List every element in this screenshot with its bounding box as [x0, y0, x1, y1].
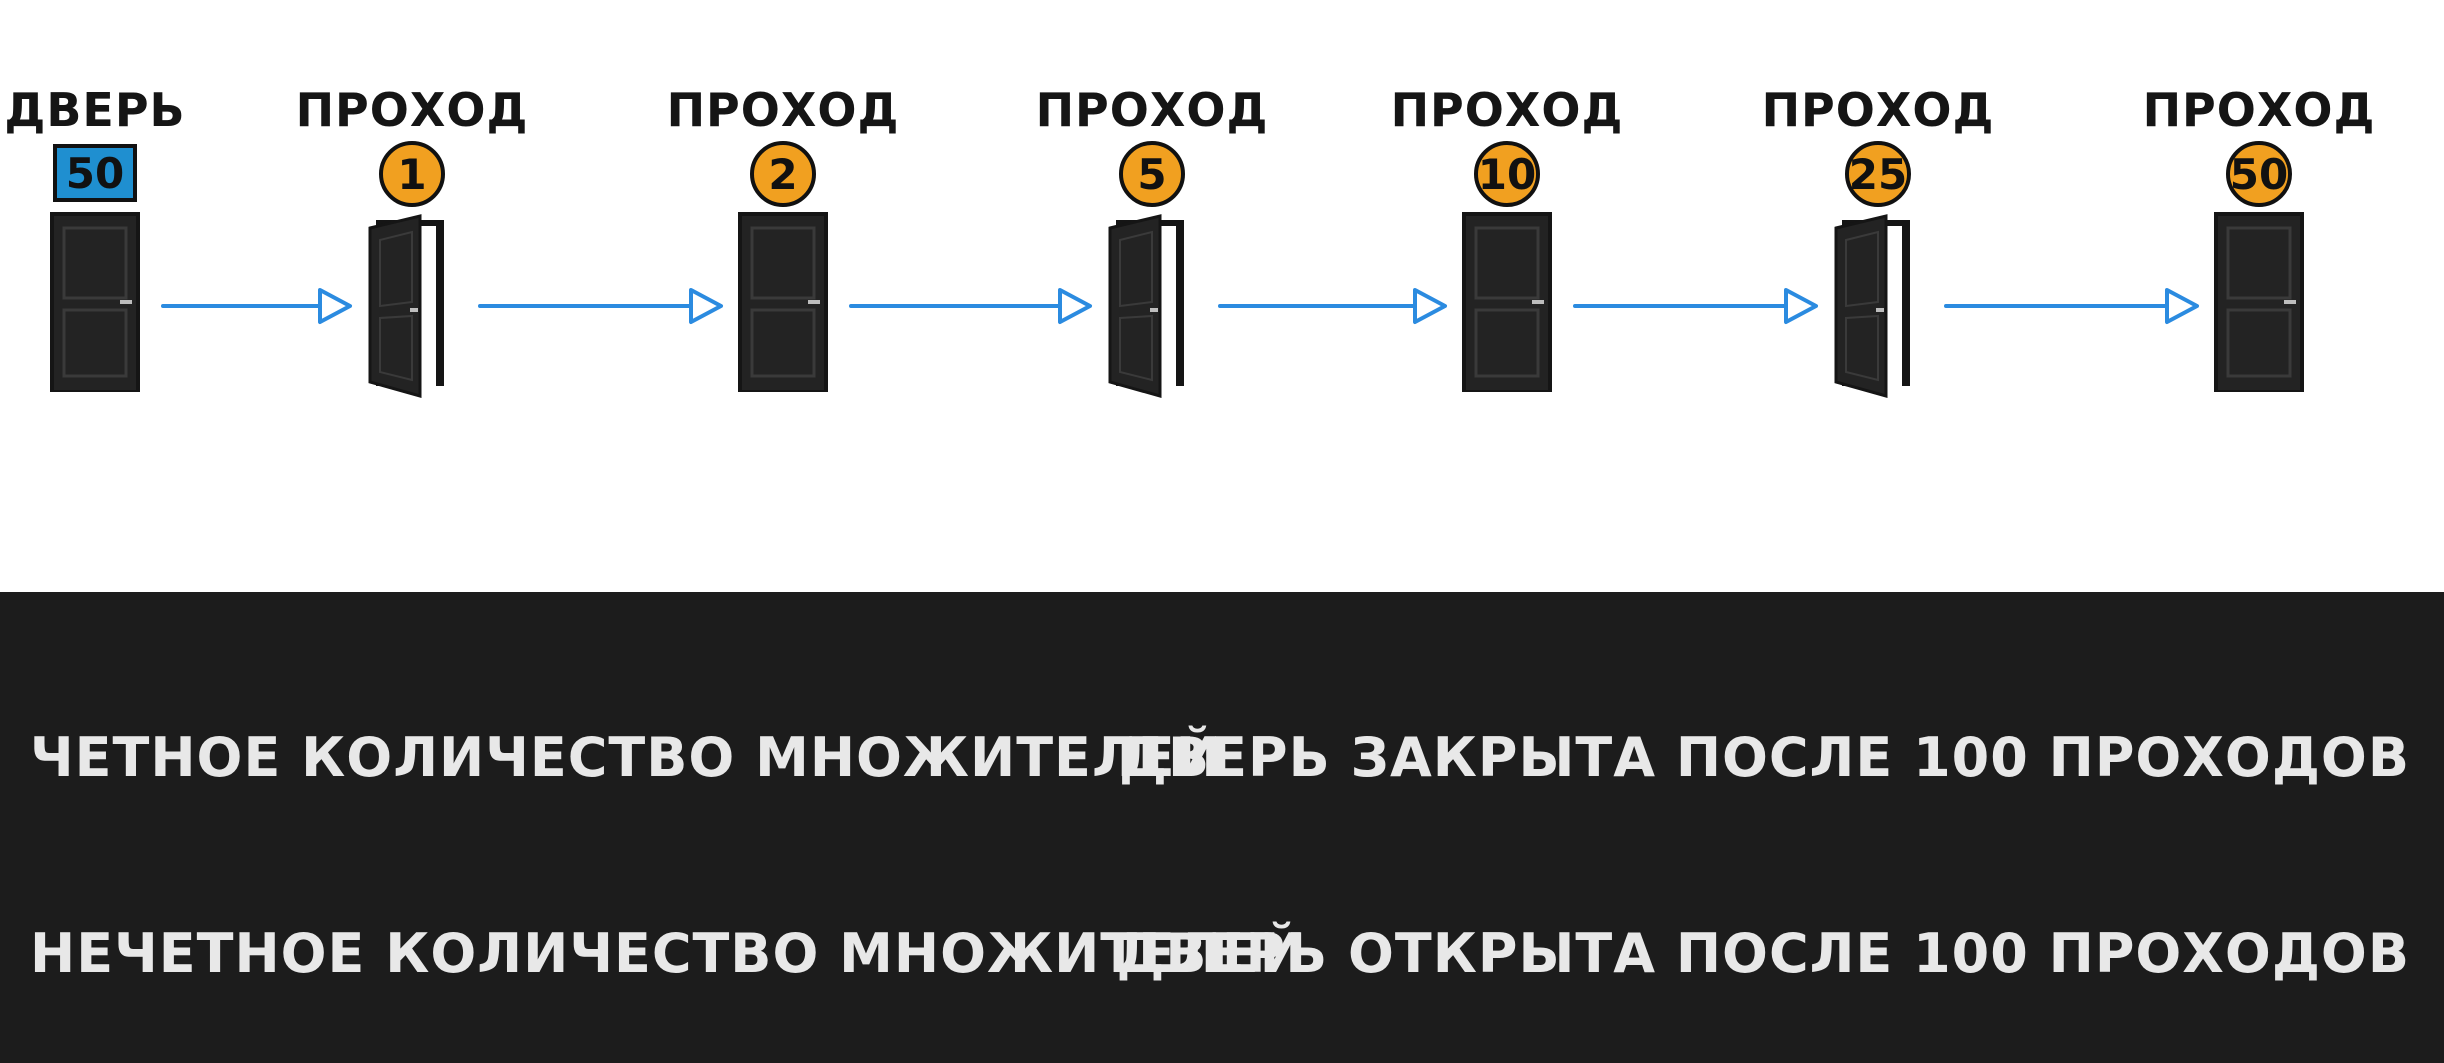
closed-door-icon: [50, 212, 140, 392]
door-open-text: ДВЕРЬ ОТКРЫТА ПОСЛЕ 100 ПРОХОДОВ: [1116, 922, 2410, 985]
closed-door-icon: [1462, 212, 1552, 392]
arrow-3: [849, 288, 1092, 324]
pass-badge: [1845, 141, 1911, 207]
closed-door-icon: [738, 212, 828, 392]
arrow-6: [1944, 288, 2199, 324]
pass-badge-value: 1: [397, 150, 426, 199]
door-sequence-diagram: ДВЕРЬ50ПРОХОД1ПРОХОД2ПРОХОД5ПРОХОД10ПРОХ…: [4, 83, 2376, 398]
pass-1: ПРОХОД 1: [296, 83, 529, 398]
start-badge: [53, 144, 137, 202]
summary-panel: ЧЕТНОЕ КОЛИЧЕСТВО МНОЖИТЕЛЕЙ ДВЕРЬ ЗАКРЫ…: [0, 592, 2444, 1063]
pass-3: ПРОХОД 5: [1036, 83, 1269, 398]
open-door-icon: [1834, 214, 1910, 398]
pass-badge-value: 2: [768, 150, 797, 199]
pass-6: ПРОХОД 50: [2143, 83, 2376, 392]
pass-label: ПРОХОД: [1391, 83, 1624, 137]
pass-label: ПРОХОД: [1762, 83, 1995, 137]
pass-badge: [1119, 141, 1185, 207]
pass-badge: [750, 141, 816, 207]
pass-label: ПРОХОД: [296, 83, 529, 137]
arrow-4: [1218, 288, 1447, 324]
door-label: ДВЕРЬ: [4, 83, 185, 137]
pass-5: ПРОХОД 25: [1762, 83, 1995, 398]
odd-factors-text: НЕЧЕТНОЕ КОЛИЧЕСТВО МНОЖИТЕЛЕЙ: [30, 922, 1306, 985]
arrow-2: [478, 288, 723, 324]
pass-badge: [379, 141, 445, 207]
start-door: ДВЕРЬ 50: [4, 83, 185, 392]
pass-badge: [2226, 141, 2292, 207]
pass-badge-value: 5: [1137, 150, 1166, 199]
pass-badge-value: 25: [1849, 150, 1907, 199]
start-badge-value: 50: [66, 149, 124, 198]
closed-door-icon: [2214, 212, 2304, 392]
arrow-1: [161, 288, 352, 324]
open-door-icon: [1108, 214, 1184, 398]
door-closed-text: ДВЕРЬ ЗАКРЫТА ПОСЛЕ 100 ПРОХОДОВ: [1118, 726, 2410, 789]
pass-badge: [1474, 141, 1540, 207]
pass-badge-value: 10: [1478, 150, 1536, 199]
arrow-5: [1573, 288, 1818, 324]
pass-label: ПРОХОД: [2143, 83, 2376, 137]
pass-label: ПРОХОД: [667, 83, 900, 137]
open-door-icon: [368, 214, 444, 398]
pass-4: ПРОХОД 10: [1391, 83, 1624, 392]
pass-label: ПРОХОД: [1036, 83, 1269, 137]
pass-badge-value: 50: [2230, 150, 2288, 199]
pass-2: ПРОХОД 2: [667, 83, 900, 392]
even-factors-text: ЧЕТНОЕ КОЛИЧЕСТВО МНОЖИТЕЛЕЙ: [30, 726, 1222, 789]
